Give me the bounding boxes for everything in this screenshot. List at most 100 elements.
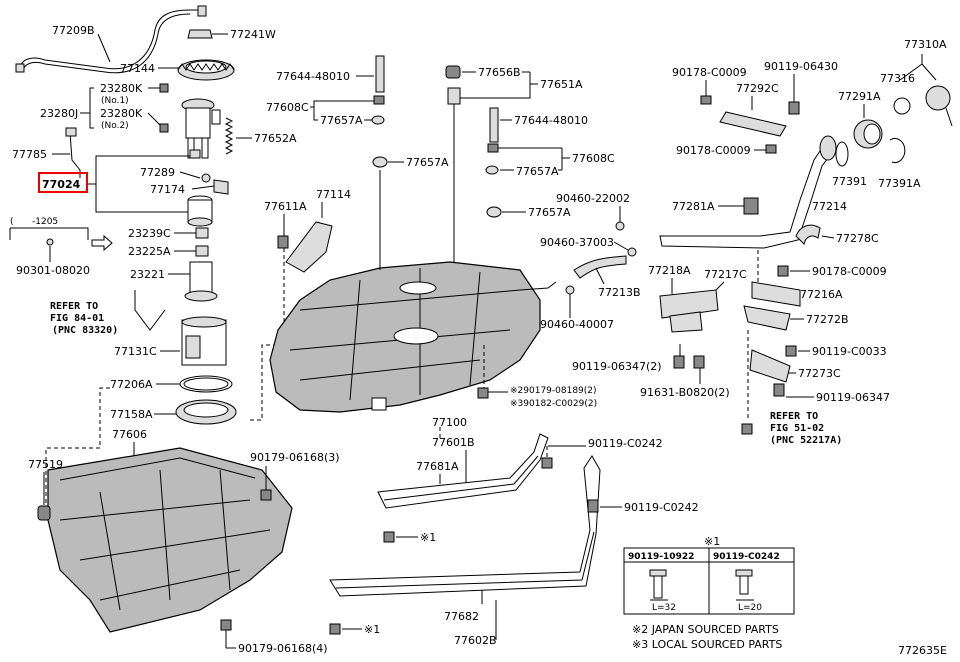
label-90119-c0242-b: 90119-C0242: [624, 501, 699, 514]
label-77657a-d: 77657A: [528, 206, 571, 219]
label-23280k-no2: (No.2): [101, 121, 129, 131]
label-91631-b0820: 91631-B0820(2): [640, 386, 730, 399]
heat-insulator-77114: [285, 221, 333, 273]
label-77681a: 77681A: [416, 460, 459, 473]
label-77601b: 77601B: [432, 436, 475, 449]
refer-right-line2: FIG 51-02: [770, 423, 824, 434]
bolt-90119-c0242-a: [541, 457, 553, 469]
label-77316: 77316: [880, 72, 915, 85]
label-77241w: 77241W: [230, 28, 276, 41]
label-77272b: 77272B: [806, 313, 849, 326]
label-90179-08189: ※290179-08189(2): [510, 386, 597, 396]
label-77652a: 77652A: [254, 132, 297, 145]
part-23239c: [195, 227, 209, 239]
label-77656b: 77656B: [478, 66, 521, 79]
diagram-code: 772635E: [898, 644, 947, 657]
cap-77656b: [445, 65, 461, 79]
label-77644-48010-b: 77644-48010: [514, 114, 588, 127]
refer-left-line2: FIG 84-01: [50, 313, 104, 324]
bolt-23280k-2: [159, 123, 169, 133]
label-star1-a: ※1: [420, 531, 436, 544]
label-90178-c0009-c: 90178-C0009: [812, 265, 887, 278]
legend-col2-length: L=20: [738, 603, 762, 613]
gasket-77316: [893, 97, 911, 115]
grommet-77657a-a: [371, 115, 385, 125]
bolt-star1-a: [383, 531, 395, 543]
label-77174: 77174: [150, 183, 185, 196]
label-77657a-b: 77657A: [406, 156, 449, 169]
label-77785: 77785: [12, 148, 47, 161]
ring-77391a: [889, 138, 906, 163]
label-77281a: 77281A: [672, 200, 715, 213]
label-23280k-2: 23280K: [100, 107, 143, 120]
legend-col1-length: L=32: [652, 603, 676, 613]
bolt-90179-06168-4: [220, 619, 232, 631]
label-90119-c0033: 90119-C0033: [812, 345, 887, 358]
fuel-cap-77310a: [925, 85, 951, 111]
hose-77278c: [795, 224, 821, 245]
label-77206a: 77206A: [110, 378, 153, 391]
bracket-77273c: [749, 349, 791, 383]
label-77144: 77144: [120, 62, 155, 75]
bolt-90179-08189: [477, 387, 489, 399]
label-90460-40007: 90460-40007: [540, 318, 614, 331]
sender-arm-77785: [69, 131, 81, 178]
part-77651a: [447, 87, 461, 105]
grommet-77657a-d: [486, 206, 502, 218]
label-star1-b: ※1: [364, 623, 380, 636]
part-23225a: [195, 245, 209, 257]
label-90119-c0242-a: 90119-C0242: [588, 437, 663, 450]
label-77289: 77289: [140, 166, 175, 179]
bolt-91631-b0820: [693, 355, 705, 369]
part-77174: [213, 179, 229, 195]
label-90179-06168-3: 90179-06168(3): [250, 451, 340, 464]
label-77608c-a: 77608C: [266, 101, 309, 114]
label-77217c: 77217C: [704, 268, 747, 281]
label-77391: 77391: [832, 175, 867, 188]
label-77611a: 77611A: [264, 200, 307, 213]
tank-protector-77606: [47, 447, 293, 633]
label-23280k-no1: (No.1): [101, 96, 129, 106]
label-77608c-b: 77608C: [572, 152, 615, 165]
bolt-90179-06168-3: [260, 489, 272, 501]
wire-harness-77209b: [19, 9, 200, 71]
label-77216a: 77216A: [800, 288, 843, 301]
label-77292c: 77292C: [736, 82, 779, 95]
label-77310a: 77310A: [904, 38, 947, 51]
label-1205-paren-open: (: [10, 217, 14, 227]
label-77218a: 77218A: [648, 264, 691, 277]
label-90178-c0009-b: 90178-C0009: [676, 144, 751, 157]
clip-77608c-a: [373, 95, 385, 105]
bolt-legend-table: [623, 547, 795, 615]
label-77657a-a: 77657A: [320, 114, 363, 127]
label-77100: 77100: [432, 416, 467, 429]
legend-col2-part: 90119-C0242: [713, 552, 780, 562]
bolt-90119-06347-b: [773, 383, 785, 397]
bracket-77218a: [659, 289, 719, 319]
label-90119-06347-b: 90119-06347: [816, 391, 890, 404]
label-77644-48010-a: 77644-48010: [276, 70, 350, 83]
label-77391a: 77391A: [878, 177, 921, 190]
clip-77611a: [277, 235, 289, 249]
label-77158a: 77158A: [110, 408, 153, 421]
label-77278c: 77278C: [836, 232, 879, 245]
label-77682: 77682: [444, 610, 479, 623]
arrow-right: [91, 234, 113, 252]
bolt-refer-right: [741, 423, 753, 435]
refer-right-line1: REFER TO: [770, 411, 818, 422]
refer-left-line3: (PNC 83320): [52, 325, 118, 336]
bolt-90119-06347-a: [673, 355, 685, 369]
label-77602b: 77602B: [454, 634, 497, 647]
refer-right-line3: (PNC 52217A): [770, 435, 842, 446]
label-90182-c0029: ※390182-C0029(2): [510, 399, 597, 409]
nut-90178-c0009-c: [777, 265, 789, 277]
label-77114: 77114: [316, 188, 351, 201]
hose-77213b: [573, 255, 627, 279]
pipe-77644-a: [375, 55, 385, 93]
label-77209b: 77209B: [52, 24, 95, 37]
label-77131c: 77131C: [114, 345, 157, 358]
label-77657a-c: 77657A: [516, 165, 559, 178]
label-77273c: 77273C: [798, 367, 841, 380]
harness-refer-left: [134, 290, 166, 331]
